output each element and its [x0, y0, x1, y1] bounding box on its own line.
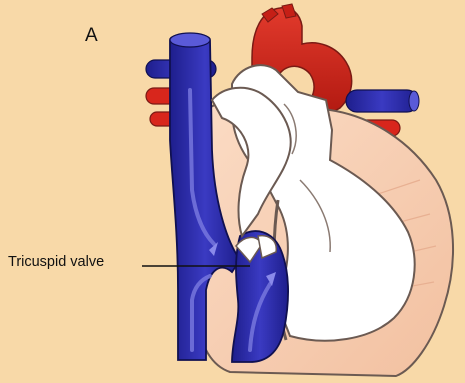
tricuspid-valve-label: Tricuspid valve: [8, 255, 104, 270]
panel-letter: A: [85, 26, 98, 45]
